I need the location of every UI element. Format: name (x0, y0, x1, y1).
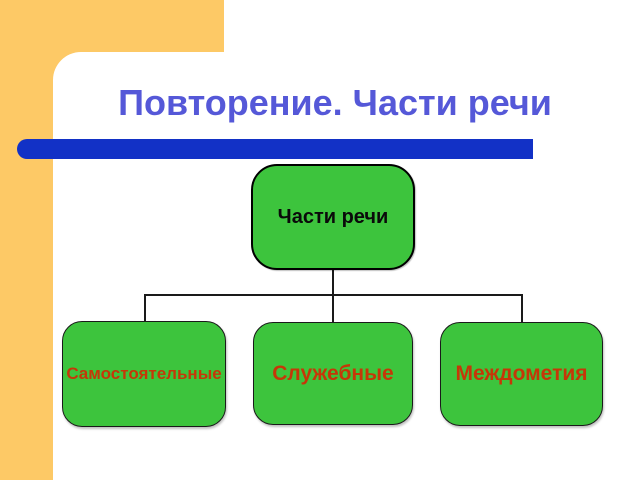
node-sluzhebnye-label: Служебные (272, 361, 394, 385)
connector-drop-left (144, 294, 146, 322)
node-mezhdometiya: Междометия (440, 322, 603, 426)
node-mezhdometiya-label: Междометия (455, 362, 588, 385)
yellow-side-band (0, 0, 53, 480)
node-sluzhebnye: Служебные (253, 322, 413, 425)
node-samostoyatelnye-label: Самостоятельные (66, 364, 222, 383)
connector-root-to-center (332, 270, 334, 324)
node-samostoyatelnye: Самостоятельные (62, 321, 226, 427)
connector-drop-right (521, 294, 523, 323)
title-underline-bar (17, 139, 533, 159)
slide-title: Повторение. Части речи (118, 82, 552, 123)
connector-horizontal (144, 294, 523, 296)
node-chasti-rechi: Части речи (251, 164, 415, 270)
node-chasti-rechi-label: Части речи (277, 205, 389, 228)
